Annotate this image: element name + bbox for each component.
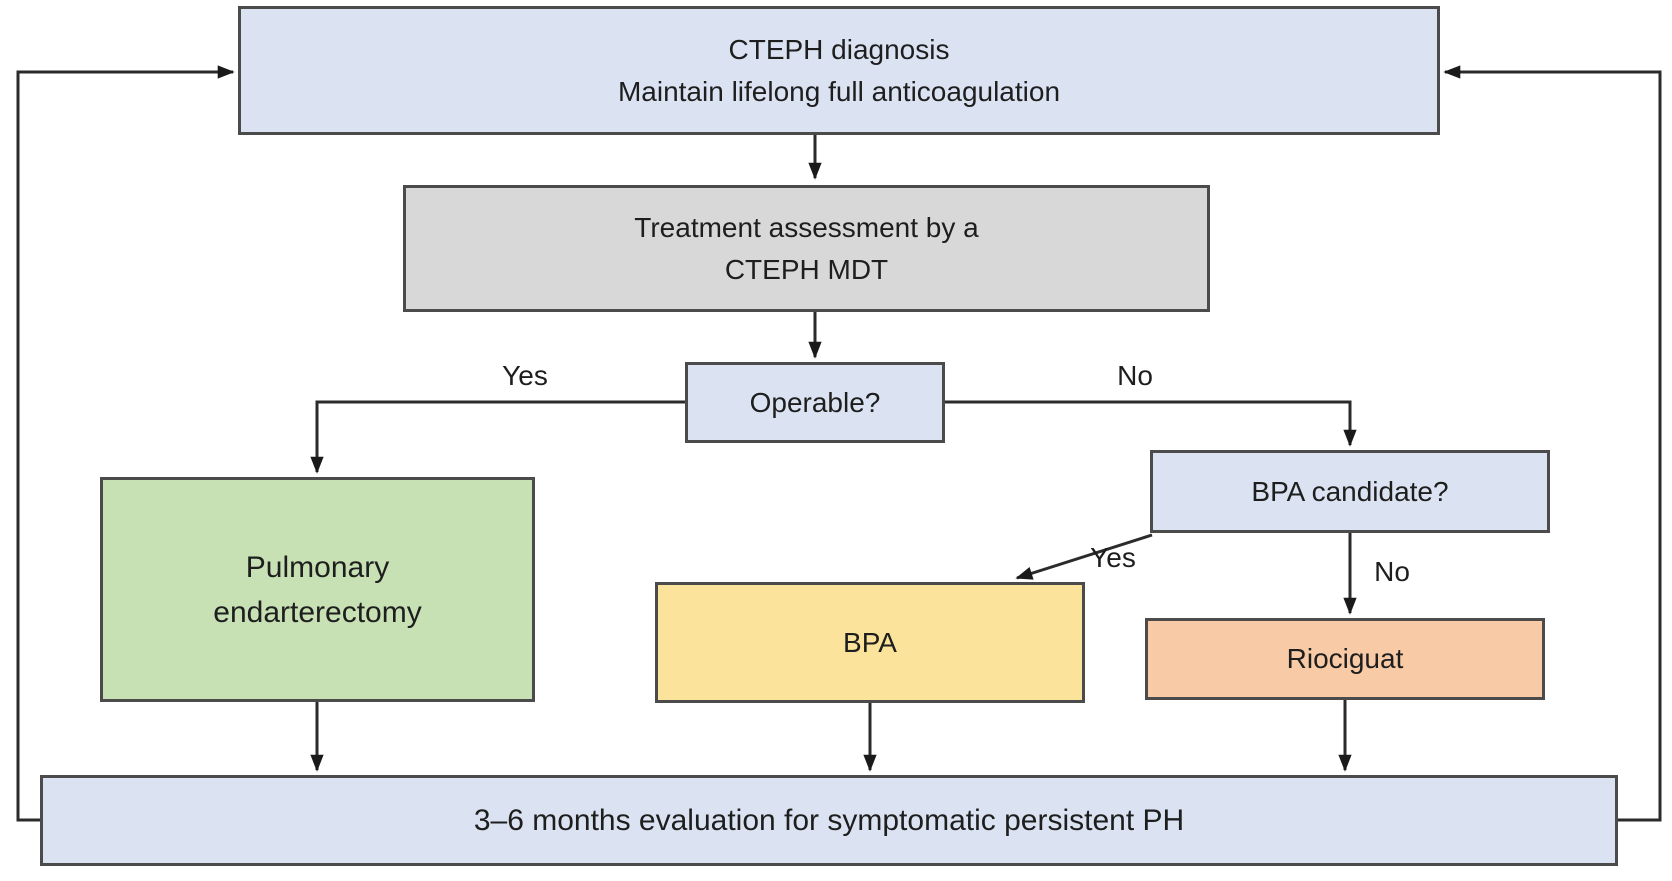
connector-operable-no-to-bpa-candidate <box>945 400 1357 447</box>
edge-label-bpa-no: No <box>1374 556 1410 587</box>
node-bpa: BPA <box>655 582 1085 703</box>
edge-label-bpa-yes: Yes <box>1090 542 1136 573</box>
node-cteph-diagnosis: CTEPH diagnosis Maintain lifelong full a… <box>238 6 1440 135</box>
node-pulmonary-endarterectomy: Pulmonary endarterectomy <box>100 477 535 702</box>
connector-bpa-candidate-yes-to-bpa <box>1015 533 1153 580</box>
node-riociguat: Riociguat <box>1145 618 1545 700</box>
connector-feedback-left-to-diagnosis <box>16 65 235 822</box>
connector-feedback-right-to-diagnosis <box>1443 65 1662 822</box>
edge-label-operable-no: No <box>1117 360 1153 391</box>
node-operable-decision: Operable? <box>685 362 945 443</box>
node-bpa-candidate-decision: BPA candidate? <box>1150 450 1550 533</box>
node-treatment-assessment: Treatment assessment by a CTEPH MDT <box>403 185 1210 312</box>
node-evaluation: 3–6 months evaluation for symptomatic pe… <box>40 775 1618 866</box>
edge-label-operable-yes: Yes <box>502 360 548 391</box>
connector-operable-yes-to-pea <box>310 400 685 474</box>
